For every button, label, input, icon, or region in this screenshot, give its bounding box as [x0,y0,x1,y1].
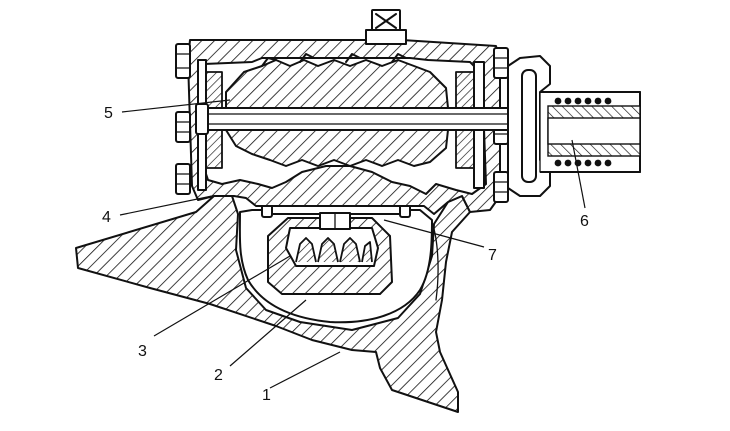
bearing-balls-bottom [554,159,612,167]
callout-4: 4 [102,209,111,226]
callout-5: 5 [104,105,113,122]
bearing-balls-top [554,97,612,105]
sector-block [267,217,393,295]
leader-6 [571,139,586,209]
leader-7 [383,219,485,248]
callout-1: 1 [262,387,271,404]
worm-shaft [195,103,511,135]
leader-2 [229,299,307,367]
leader-3 [153,255,291,337]
callout-labels: 1 2 3 4 5 6 7 [102,105,589,404]
leader-lines [119,99,586,389]
callout-2: 2 [214,367,223,384]
callout-7: 7 [488,247,497,264]
callout-6: 6 [580,213,589,230]
leader-1 [269,351,341,389]
housing-casting [75,195,471,413]
filler-plug [365,9,407,45]
callout-3: 3 [138,343,147,360]
leader-5 [121,99,231,113]
steering-column [507,55,641,197]
leader-4 [119,195,213,216]
